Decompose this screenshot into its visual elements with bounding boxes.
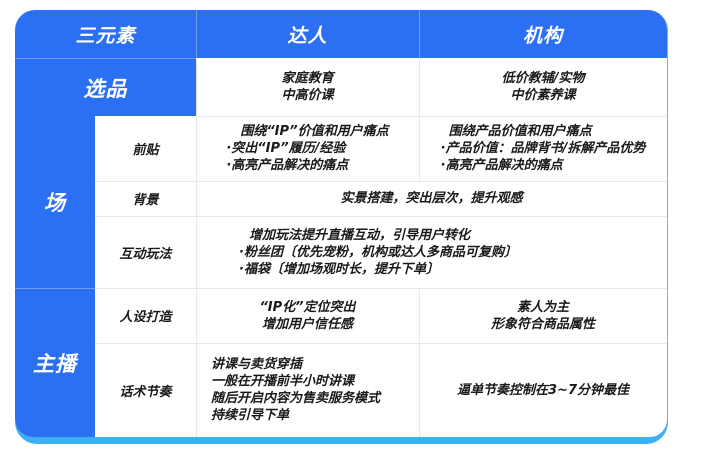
cell-line: ·高亮产品解决的痛点 xyxy=(226,158,349,173)
pre-roll-institution-cell: 围绕产品价值和用户痛点 ·产品价值：品牌背书/拆解产品优势 ·高亮产品解决的痛点 xyxy=(419,116,667,181)
header-institution-label: 机构 xyxy=(522,24,563,47)
cell-line: 逼单节奏控制在3~7分钟最佳 xyxy=(457,382,629,398)
interaction-label: 互动玩法 xyxy=(119,246,172,262)
scene-label: 场 xyxy=(44,191,66,215)
header-divider xyxy=(196,10,197,58)
pre-roll-label: 前贴 xyxy=(132,143,159,158)
background-shared-cell: 实景搭建，突出层次，提升观感 xyxy=(196,181,667,216)
cell-line: 形象符合商品属性 xyxy=(490,316,595,332)
row-label-selection: 选品 xyxy=(15,59,196,116)
cell-line: 增加用户信任感 xyxy=(261,316,353,332)
cell-line: 围绕产品价值和用户痛点 xyxy=(448,124,592,139)
persona-label: 人设打造 xyxy=(119,310,172,325)
selection-label: 选品 xyxy=(83,76,128,101)
comparison-table: 三元素 达人 机构 选品 家庭教育 中高价课 低价教辅/实物 中价素养课 场 前… xyxy=(15,10,668,437)
cell-line: 增加玩法提升直播互动，引导用户转化 xyxy=(249,227,471,243)
cell-line: 持续引导下单 xyxy=(211,408,290,423)
cell-line: ·高亮产品解决的痛点 xyxy=(440,158,563,173)
script-rhythm-label: 话术节奏 xyxy=(119,384,172,400)
sub-label-pre-roll: 前贴 xyxy=(95,116,196,181)
grid-line xyxy=(196,116,667,117)
cell-line: ·粉丝团〔优先宠粉，机构或达人多商品可复购〕 xyxy=(239,244,517,260)
grid-line xyxy=(196,58,197,437)
header-divider xyxy=(419,10,420,58)
grid-line xyxy=(419,288,420,437)
cell-line: 素人为主 xyxy=(516,299,569,315)
anchor-label: 主播 xyxy=(33,352,77,376)
cell-line: 中价素养课 xyxy=(510,88,576,103)
grid-line xyxy=(419,58,420,181)
cell-line: “IP化”定位突出 xyxy=(259,299,356,315)
header-divider xyxy=(15,58,196,59)
sub-label-interaction: 互动玩法 xyxy=(95,216,196,288)
background-label: 背景 xyxy=(132,193,159,208)
cell-line: 实景搭建，突出层次，提升观感 xyxy=(340,191,523,206)
header-element: 三元素 xyxy=(15,10,196,58)
cell-line: 讲课与卖货穿插 xyxy=(211,357,303,372)
pre-roll-influencer-cell: 围绕“IP”价值和用户痛点 ·突出“IP”履历/经验 ·高亮产品解决的痛点 xyxy=(196,116,419,181)
selection-influencer-cell: 家庭教育 中高价课 xyxy=(196,58,419,116)
header-influencer: 达人 xyxy=(196,10,419,58)
grid-line xyxy=(95,216,667,217)
cell-line: ·福袋〔增加场观时长，提升下单〕 xyxy=(239,261,439,277)
cell-line: 围绕“IP”价值和用户痛点 xyxy=(240,124,389,139)
persona-influencer-cell: “IP化”定位突出 增加用户信任感 xyxy=(196,288,419,343)
cell-line: ·产品价值：品牌背书/拆解产品优势 xyxy=(440,141,646,156)
row-group-scene: 场 xyxy=(15,116,95,288)
group-divider xyxy=(15,288,95,289)
header-institution: 机构 xyxy=(419,10,667,58)
sub-label-persona: 人设打造 xyxy=(95,288,196,343)
cell-line: 家庭教育 xyxy=(281,71,334,86)
header-element-label: 三元素 xyxy=(75,24,136,47)
grid-line xyxy=(95,288,667,289)
cell-line: 一般在开播前半小时讲课 xyxy=(211,374,355,389)
grid-line xyxy=(95,181,667,182)
sub-label-script-rhythm: 话术节奏 xyxy=(95,343,196,437)
selection-institution-cell: 低价教辅/实物 中价素养课 xyxy=(419,58,667,116)
cell-line: 低价教辅/实物 xyxy=(501,71,585,86)
grid-line xyxy=(95,343,667,344)
persona-institution-cell: 素人为主 形象符合商品属性 xyxy=(419,288,667,343)
cell-line: ·突出“IP”履历/经验 xyxy=(226,141,346,156)
row-group-anchor: 主播 xyxy=(15,289,95,437)
script-rhythm-influencer-cell: 讲课与卖货穿插 一般在开播前半小时讲课 随后开启内容为售卖服务模式 持续引导下单 xyxy=(211,343,419,437)
cell-line: 随后开启内容为售卖服务模式 xyxy=(211,391,381,406)
cell-line: 中高价课 xyxy=(281,88,334,103)
interaction-shared-cell: 增加玩法提升直播互动，引导用户转化 ·粉丝团〔优先宠粉，机构或达人多商品可复购〕… xyxy=(239,216,667,288)
header-influencer-label: 达人 xyxy=(287,24,328,47)
script-rhythm-institution-cell: 逼单节奏控制在3~7分钟最佳 xyxy=(419,343,667,437)
sub-label-background: 背景 xyxy=(95,181,196,216)
